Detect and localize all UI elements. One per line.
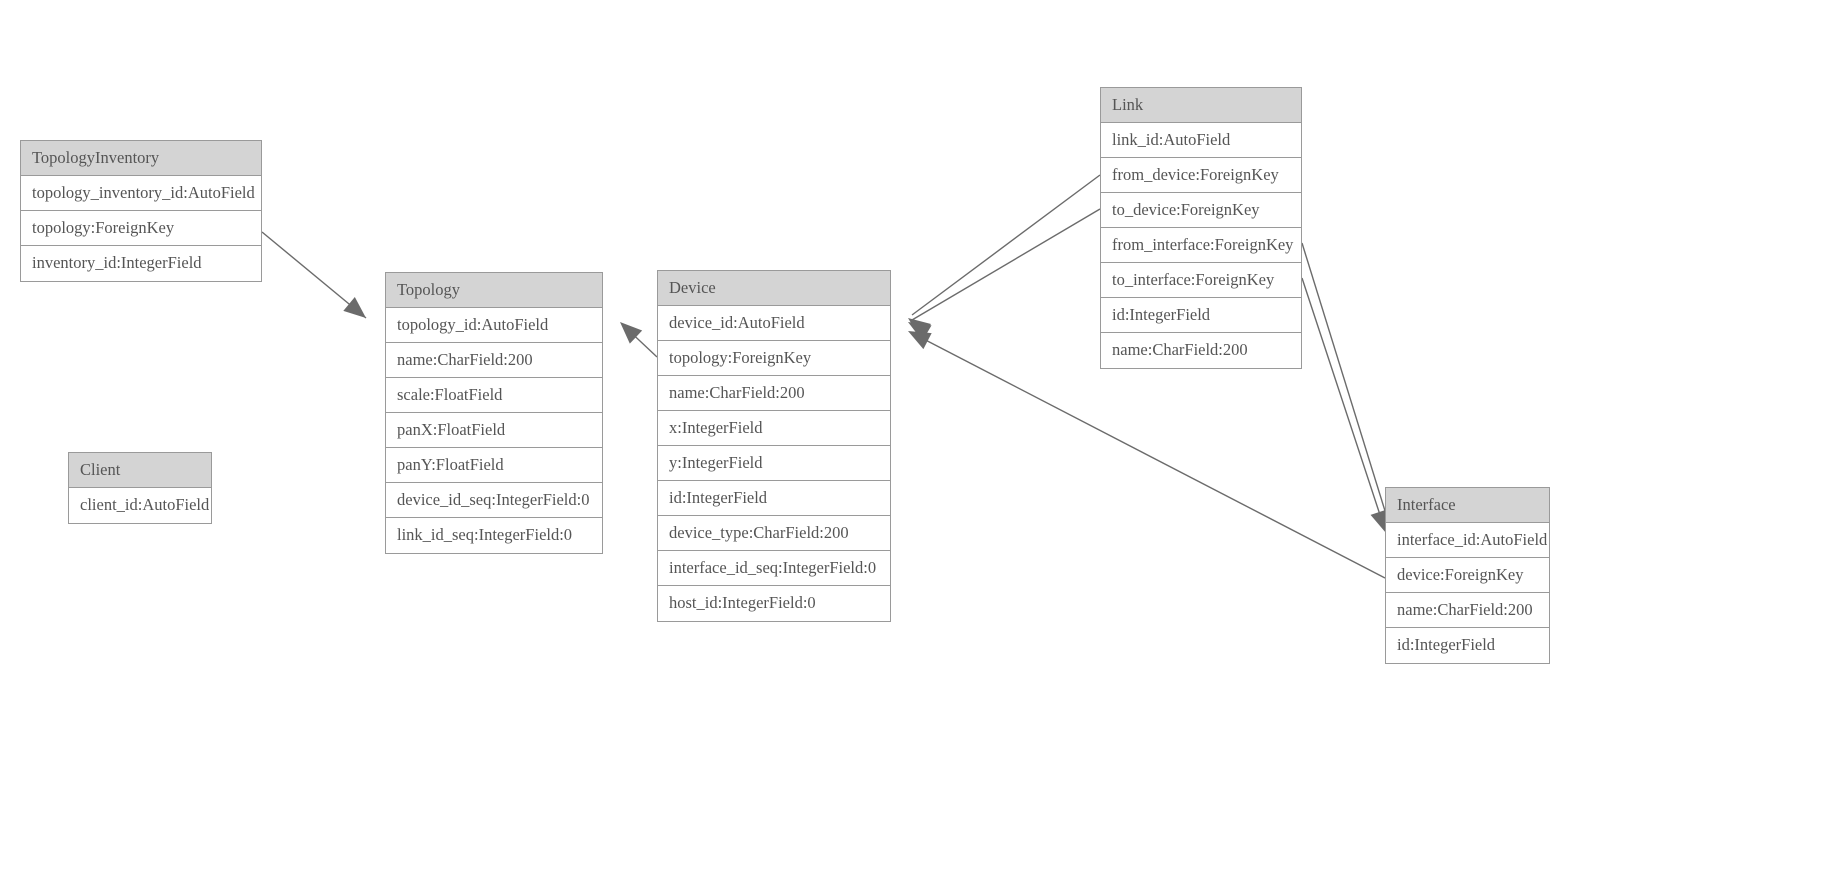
entity-field-row: topology_id:AutoField <box>386 308 602 343</box>
entity-field-row: link_id_seq:IntegerField:0 <box>397 525 573 544</box>
relationship-edge-link-to-interface <box>1301 277 1385 528</box>
entity-title-client: Client <box>69 453 211 488</box>
relationship-arrowhead-device-topology <box>620 322 643 344</box>
entity-field-row: name:CharField:200 <box>1112 340 1248 359</box>
entity-field-row: from_device:ForeignKey <box>1101 158 1301 193</box>
entity-field-row: panX:FloatField <box>386 413 602 448</box>
entity-field-row: to_device:ForeignKey <box>1101 193 1301 228</box>
relationship-edge-link-from-interface <box>1301 242 1391 528</box>
relationship-arrowhead-link-from-device <box>908 318 932 339</box>
entity-field-row: x:IntegerField <box>658 411 890 446</box>
entity-title-device: Device <box>658 271 890 306</box>
entity-title-topologyinventory: TopologyInventory <box>21 141 261 176</box>
entity-field-row: device_type:CharField:200 <box>658 516 890 551</box>
entity-field-row: id:IntegerField <box>1101 298 1301 333</box>
relationship-edge-link-from-device <box>911 174 1101 316</box>
entity-field-row: device_id:AutoField <box>658 306 890 341</box>
entity-field-row: topology_inventory_id:AutoField <box>21 176 261 211</box>
entity-field-row: interface_id:AutoField <box>1386 523 1549 558</box>
entity-field-row: id:IntegerField <box>658 481 890 516</box>
entity-field-row: host_id:IntegerField:0 <box>669 593 816 612</box>
entity-field-row: device_id_seq:IntegerField:0 <box>386 483 602 518</box>
entity-title-link: Link <box>1101 88 1301 123</box>
entity-field-row: to_interface:ForeignKey <box>1101 263 1301 298</box>
entity-client[interactable]: Client client_id:AutoField <box>68 452 212 524</box>
relationship-edge-interface-device <box>911 332 1386 579</box>
entity-field-row: inventory_id:IntegerField <box>32 253 202 272</box>
entity-field-row: topology:ForeignKey <box>658 341 890 376</box>
relationship-edge-device-topology <box>622 324 658 358</box>
relationship-arrowhead-interface-device <box>908 331 932 350</box>
entity-field-row: interface_id_seq:IntegerField:0 <box>658 551 890 586</box>
relationship-arrowhead-topologyinventory-topology <box>343 297 366 318</box>
entity-field-row: client_id:AutoField <box>80 495 210 514</box>
entity-field-row: name:CharField:200 <box>1386 593 1549 628</box>
entity-field-row: from_interface:ForeignKey <box>1101 228 1301 263</box>
entity-field-row: y:IntegerField <box>658 446 890 481</box>
entity-field-row: topology:ForeignKey <box>21 211 261 246</box>
entity-field-row: device:ForeignKey <box>1386 558 1549 593</box>
relationship-edge-link-to-device <box>911 208 1101 321</box>
entity-field-row: panY:FloatField <box>386 448 602 483</box>
entity-field-row: link_id:AutoField <box>1101 123 1301 158</box>
entity-title-topology: Topology <box>386 273 602 308</box>
entity-field-row: id:IntegerField <box>1397 635 1496 654</box>
entity-field-row: name:CharField:200 <box>386 343 602 378</box>
entity-title-interface: Interface <box>1386 488 1549 523</box>
relationship-edge-topologyinventory-topology <box>261 231 367 319</box>
entity-field-row: name:CharField:200 <box>658 376 890 411</box>
entity-field-row: scale:FloatField <box>386 378 602 413</box>
relationship-arrowhead-link-to-device <box>908 322 932 341</box>
